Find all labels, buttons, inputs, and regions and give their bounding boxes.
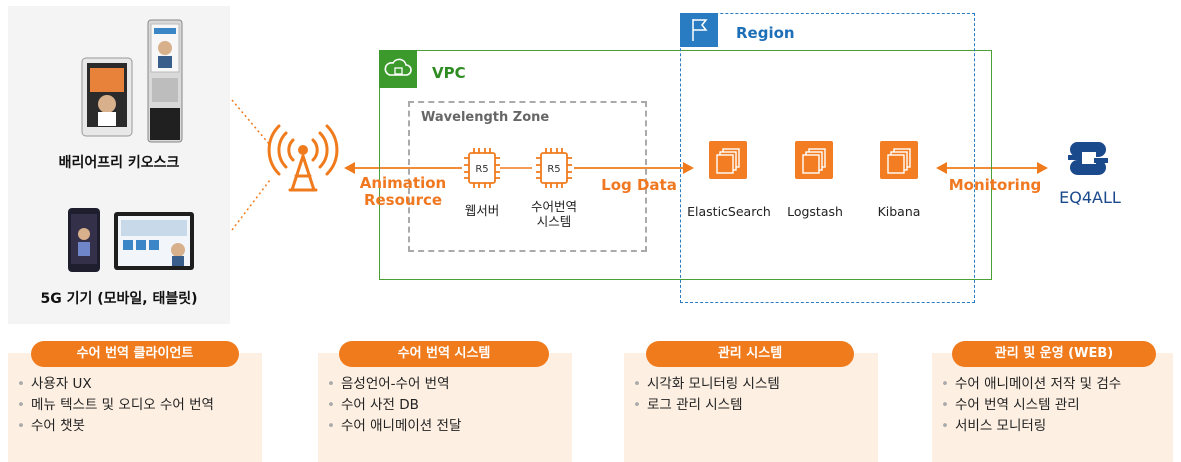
list-item: 수어 챗봇 (17, 417, 253, 435)
panel-translation-system-title: 수어 번역 시스템 (339, 341, 549, 367)
panel-client-title: 수어 번역 클라이언트 (31, 341, 239, 367)
translation-system-chip-text: R5 (547, 164, 560, 175)
panel-management-system-title: 관리 시스템 (646, 341, 854, 367)
log-data-label: Log Data (601, 176, 677, 194)
wavelength-zone-label: Wavelength Zone (421, 110, 550, 125)
mobile-devices-illustration (68, 208, 194, 272)
logstash-icon (795, 141, 833, 179)
list-item: 시각화 모니터링 시스템 (633, 375, 869, 393)
kiosk-label: 배리어프리 키오스크 (58, 155, 180, 171)
list-item: 로그 관리 시스템 (633, 396, 869, 414)
panel-operations: 관리 및 운영 (WEB) 수어 애니메이션 저작 및 검수 수어 번역 시스템… (932, 341, 1173, 462)
panel-management-system: 관리 시스템 시각화 모니터링 시스템 로그 관리 시스템 (624, 341, 878, 462)
kiosk-illustration (81, 19, 183, 143)
web-server-chip-text: R5 (475, 164, 488, 175)
list-item: 서비스 모니터링 (941, 417, 1141, 435)
eq4all-logo (1068, 142, 1108, 175)
monitoring-label: Monitoring (948, 176, 1042, 194)
list-item: 사용자 UX (17, 375, 253, 393)
list-item: 메뉴 텍스트 및 오디오 수어 번역 (17, 396, 253, 414)
logstash-label: Logstash (787, 204, 843, 219)
region-label: Region (736, 24, 795, 42)
vpc-label: VPC (432, 64, 466, 82)
eq4all-logo-text: EQ4ALL (1059, 188, 1121, 207)
region-flag-icon (680, 13, 718, 47)
panel-management-system-list: 시각화 모니터링 시스템 로그 관리 시스템 (633, 375, 869, 417)
elasticsearch-label: ElasticSearch (687, 204, 771, 219)
panel-operations-list: 수어 애니메이션 저작 및 검수 수어 번역 시스템 관리 서비스 모니터링 (941, 375, 1141, 438)
animation-resource-label: Animation Resource (359, 174, 447, 209)
web-server-chip-icon: R5 (464, 148, 500, 188)
panel-translation-system: 수어 번역 시스템 음성언어-수어 번역 수어 사전 DB 수어 애니메이션 전… (318, 341, 572, 462)
devices-panel: 배리어프리 키오스크 5G 기기 (모바일, 태블릿) (8, 6, 230, 324)
translation-system-label: 수어번역 시스템 (530, 199, 577, 229)
elasticsearch-icon (709, 141, 747, 179)
list-item: 수어 애니메이션 저작 및 검수 (941, 375, 1141, 393)
list-item: 수어 번역 시스템 관리 (941, 396, 1141, 414)
wavelength-zone-boundary (408, 101, 647, 252)
kibana-icon (880, 141, 918, 179)
kibana-label: Kibana (877, 204, 921, 219)
list-item: 음성언어-수어 번역 (327, 375, 563, 393)
cell-tower-icon (267, 124, 339, 192)
panel-operations-title: 관리 및 운영 (WEB) (952, 341, 1156, 367)
list-item: 수어 애니메이션 전달 (327, 417, 563, 435)
list-item: 수어 사전 DB (327, 396, 563, 414)
panel-client-list: 사용자 UX 메뉴 텍스트 및 오디오 수어 번역 수어 챗봇 (17, 375, 253, 438)
panel-client: 수어 번역 클라이언트 사용자 UX 메뉴 텍스트 및 오디오 수어 번역 수어… (8, 341, 262, 462)
panel-translation-system-list: 음성언어-수어 번역 수어 사전 DB 수어 애니메이션 전달 (327, 375, 563, 438)
vpc-cloud-icon (379, 50, 417, 88)
mobile-label: 5G 기기 (모바일, 태블릿) (40, 291, 198, 307)
translation-system-chip-icon: R5 (536, 148, 572, 188)
vpc-boundary (379, 50, 992, 280)
web-server-label: 웹서버 (464, 203, 500, 218)
region-boundary (680, 13, 975, 303)
